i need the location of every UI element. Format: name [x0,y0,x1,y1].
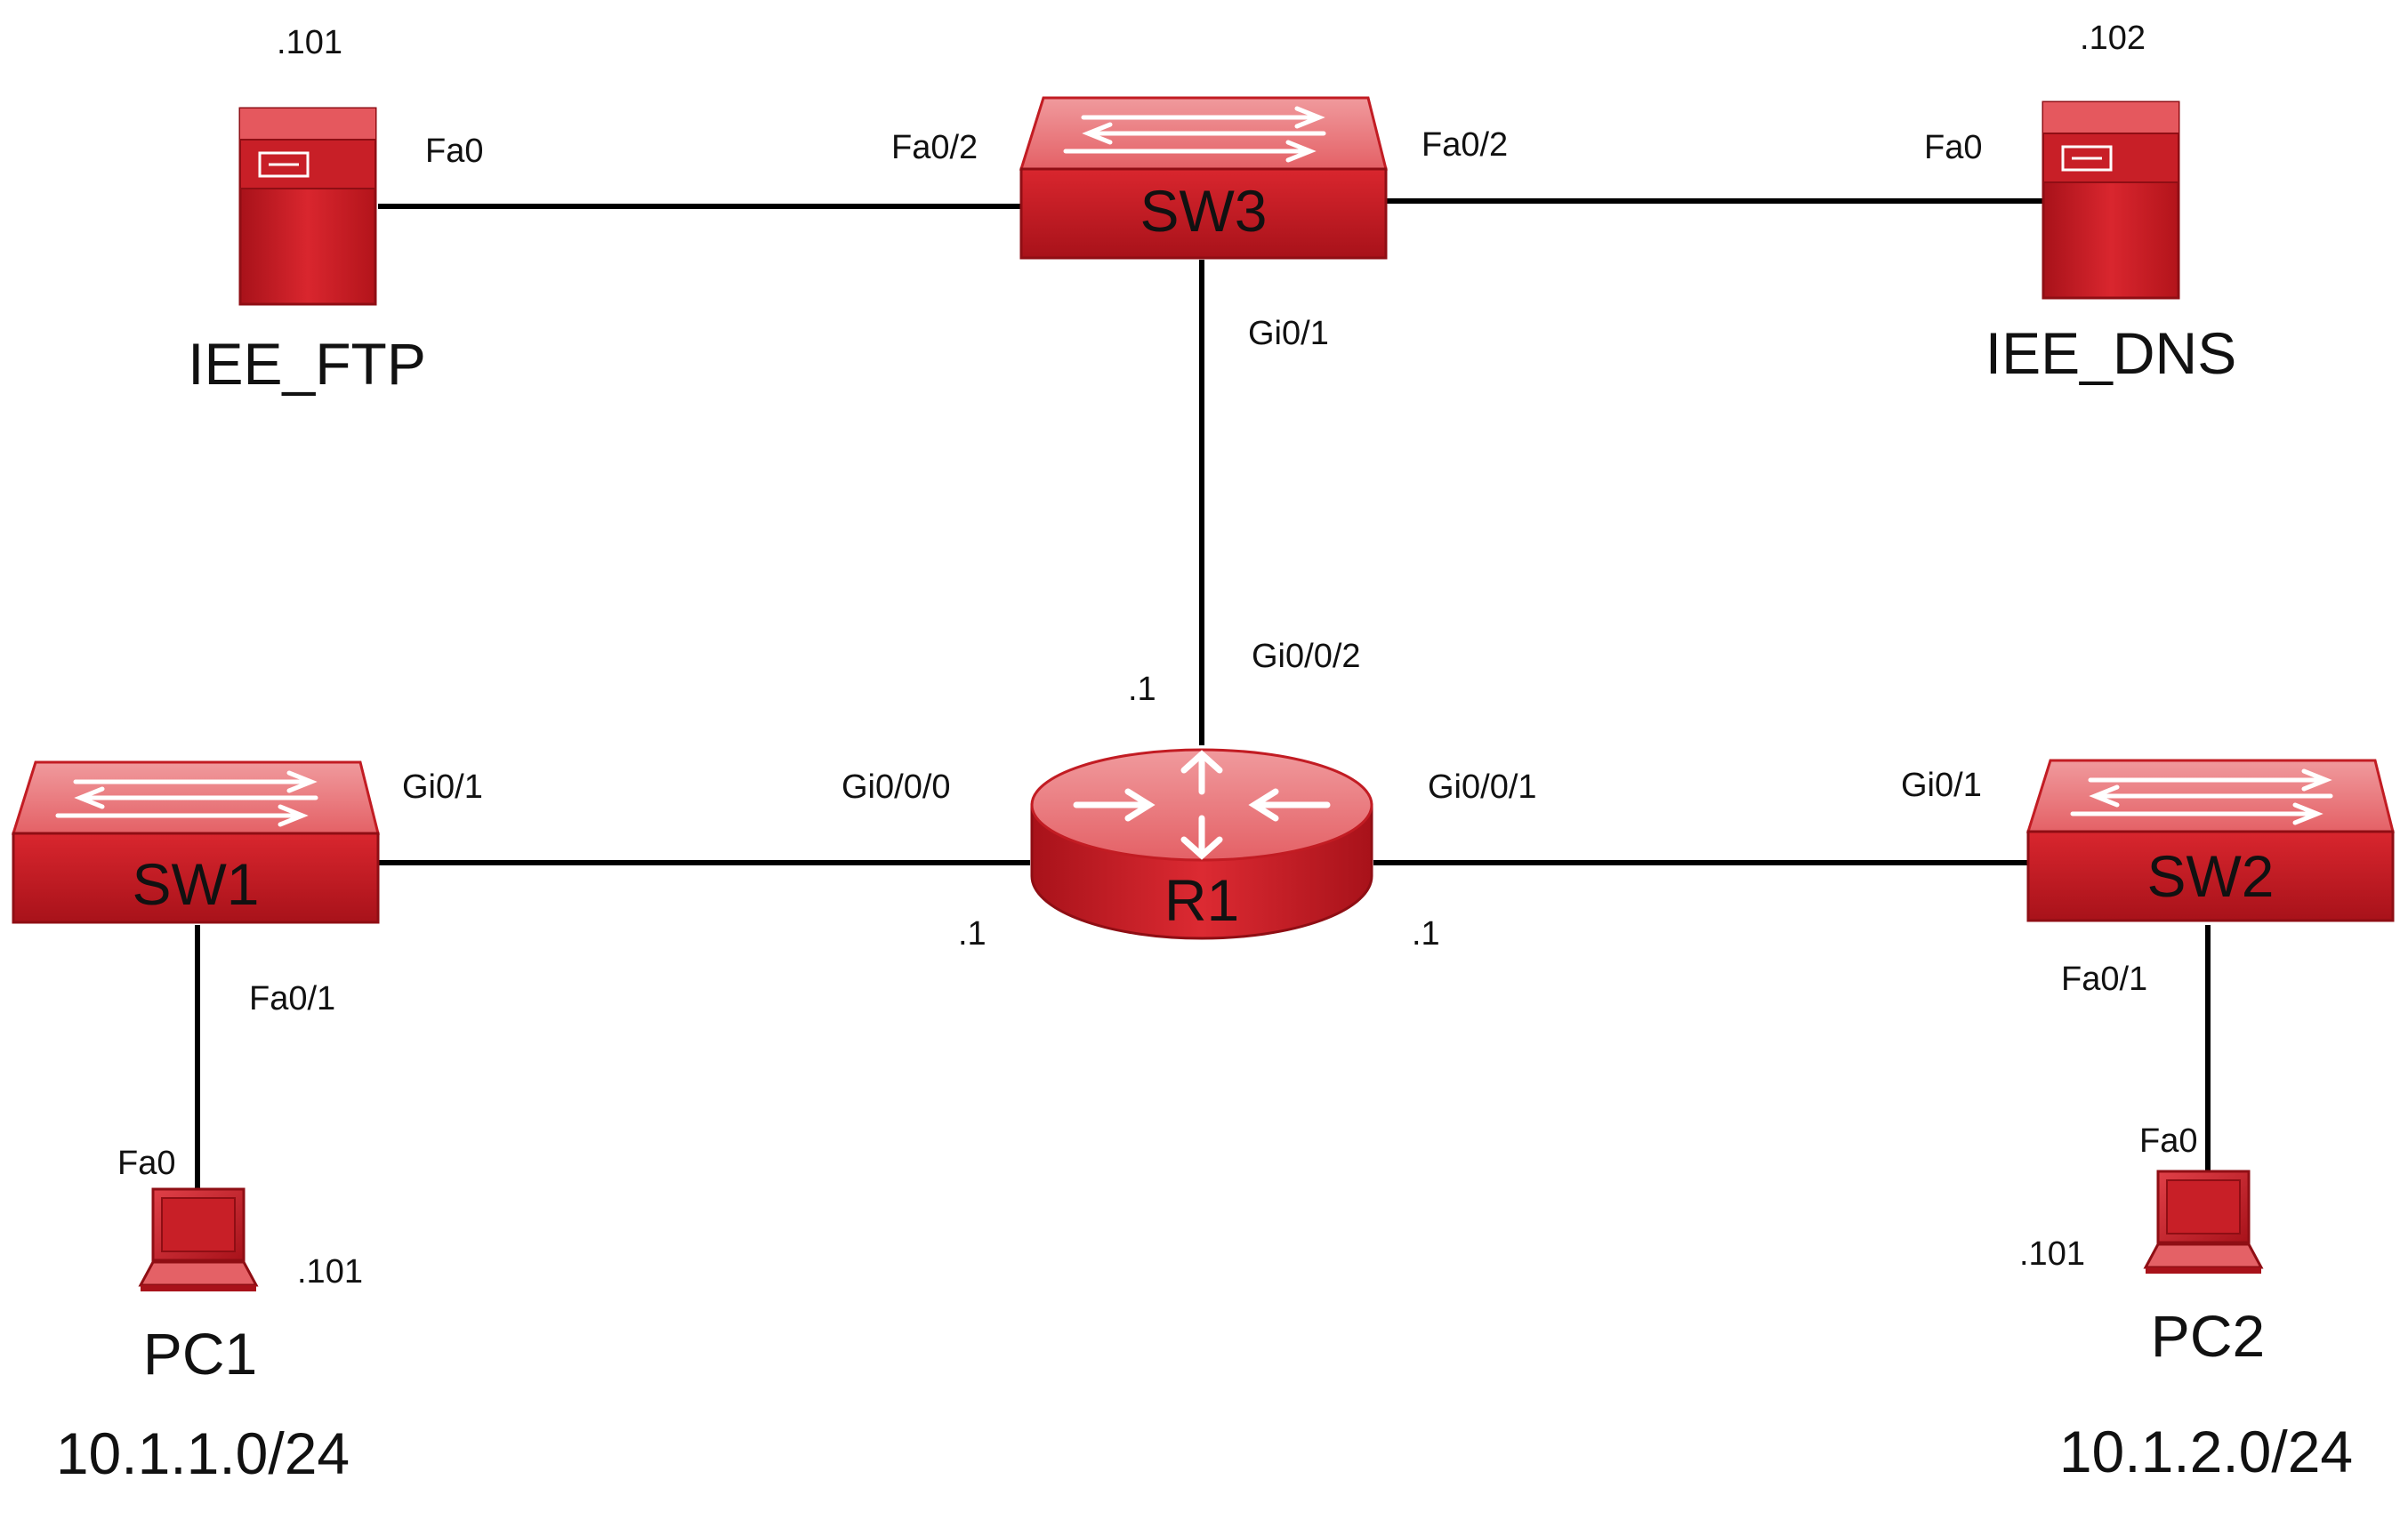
laptop-icon [139,1187,258,1293]
ftp-server-port: Fa0 [425,133,483,170]
dns-server-label: IEE_DNS [1985,320,2236,386]
sw2-name: SW2 [2146,843,2274,909]
sw3-port-down: Gi0/1 [1248,315,1329,352]
switch-sw1[interactable]: SW1 Gi0/1 Fa0/1 [13,762,483,1017]
server-icon [238,107,377,306]
r1-ip-right: .1 [1412,915,1440,953]
r1-port-left: Gi0/0/0 [842,768,951,806]
dns-server-port: Fa0 [1924,129,1982,166]
dns-server[interactable]: IEE_DNS .102 Fa0 [1924,20,2236,386]
sw1-name: SW1 [132,851,259,917]
switch-sw3[interactable]: SW3 Fa0/2 Fa0/2 Gi0/1 [891,98,1508,352]
r1-port-up: Gi0/0/2 [1252,638,1361,675]
pc2-subnet: 10.1.2.0/24 [2059,1419,2353,1484]
server-icon [2042,101,2180,300]
pc2-ip: .101 [2019,1235,2085,1273]
router-icon [1030,748,1373,940]
ftp-server-label: IEE_FTP [188,331,426,397]
sw1-port-down: Fa0/1 [249,980,335,1017]
r1-ip-up: .1 [1128,671,1156,708]
r1-name: R1 [1164,867,1239,933]
sw3-port-right: Fa0/2 [1421,126,1508,164]
dns-server-ip: .102 [2080,20,2146,57]
ftp-server[interactable]: IEE_FTP .101 Fa0 [188,24,483,397]
pc2-label: PC2 [2151,1303,2265,1369]
pc2-port: Fa0 [2139,1122,2197,1160]
pc1-subnet: 10.1.1.0/24 [56,1420,350,1486]
sw2-port-left: Gi0/1 [1901,767,1982,804]
r1-port-right: Gi0/0/1 [1428,768,1537,806]
pc1-port: Fa0 [117,1145,175,1182]
sw3-name: SW3 [1140,178,1267,244]
ftp-server-ip: .101 [277,24,342,61]
pc1[interactable]: PC1 Fa0 .101 10.1.1.0/24 [56,1145,363,1486]
switch-sw2[interactable]: SW2 Gi0/1 Fa0/1 [1901,760,2393,998]
sw1-port-right: Gi0/1 [402,768,483,806]
sw3-port-left: Fa0/2 [891,129,978,166]
pc1-label: PC1 [143,1321,257,1387]
laptop-icon [2144,1170,2263,1275]
pc1-ip: .101 [297,1253,363,1291]
pc2[interactable]: PC2 Fa0 .101 10.1.2.0/24 [2019,1122,2353,1484]
sw2-port-down: Fa0/1 [2061,961,2147,998]
r1-ip-left: .1 [958,915,987,953]
router-r1[interactable]: R1 Gi0/0/2 .1 Gi0/0/0 .1 Gi0/0/1 .1 [842,638,1537,953]
